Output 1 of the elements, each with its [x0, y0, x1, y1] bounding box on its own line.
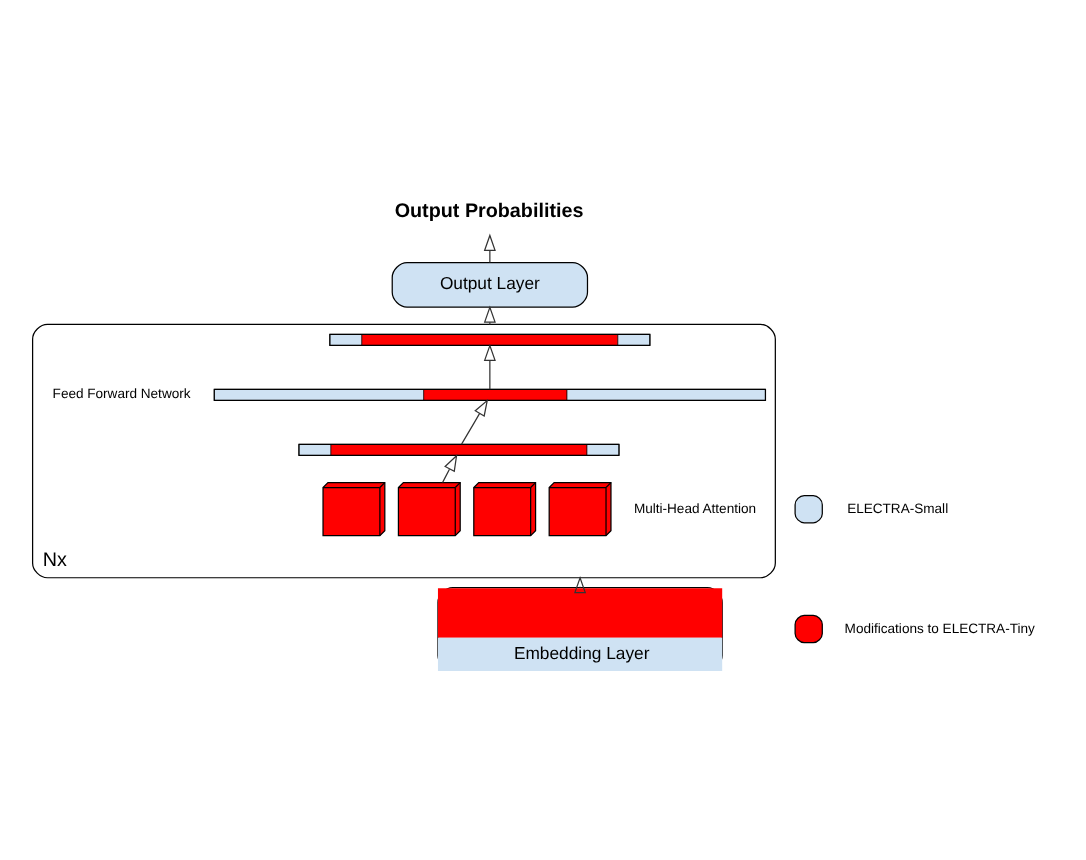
node-text: Output Probabilities — [394, 199, 584, 222]
